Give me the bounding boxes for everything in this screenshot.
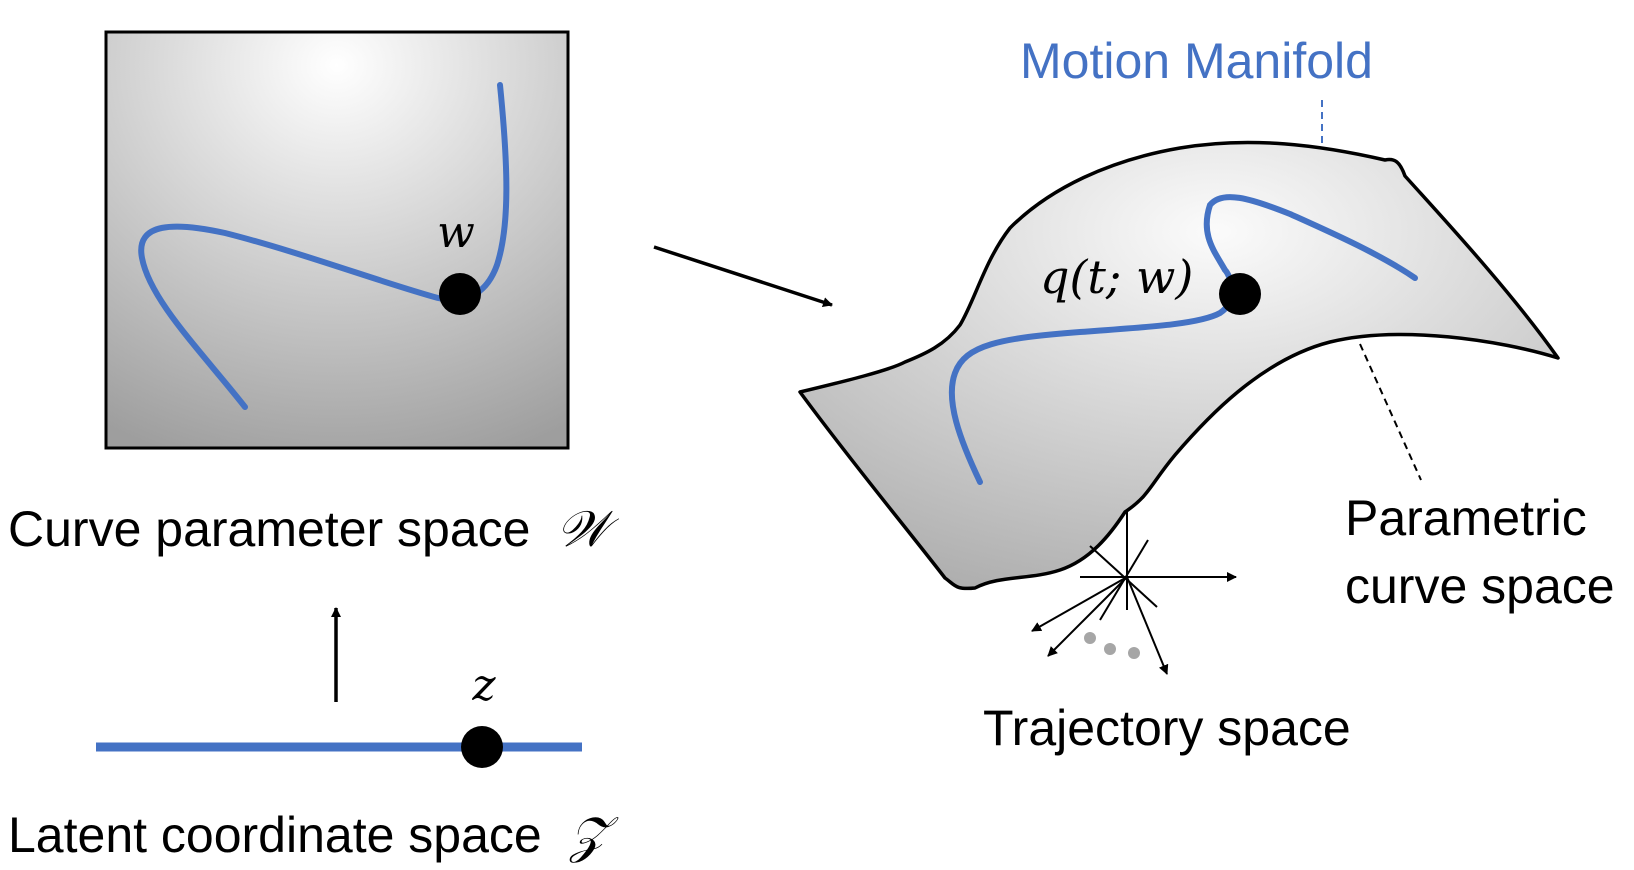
curve-parameter-space-caption: Curve parameter space 𝒲 — [8, 500, 619, 558]
latent-space-caption: Latent coordinate space 𝒵 — [8, 806, 620, 864]
curve-parameter-space-caption-text: Curve parameter space — [8, 501, 530, 557]
surface-label-leader — [1359, 343, 1422, 481]
trajectory-space-label: Trajectory space — [983, 700, 1351, 756]
parametric-curve-space-label-line2: curve space — [1345, 558, 1615, 614]
z-point — [461, 726, 503, 768]
w-point — [439, 273, 481, 315]
curve-parameter-space-panel: w — [104, 30, 570, 450]
latent-space-panel: z — [96, 660, 582, 768]
w-point-label: w — [437, 207, 475, 258]
w-space-curve — [138, 82, 510, 410]
parametric-curve-space-label-line1: Parametric — [1345, 490, 1587, 546]
curve-parameter-space-symbol: 𝒲 — [556, 500, 619, 558]
trajectory-space-axes — [1031, 512, 1237, 675]
trajectory-ellipsis-dots — [1084, 632, 1140, 659]
q-point — [1219, 273, 1261, 315]
mapping-arrow — [653, 245, 833, 307]
latent-space-caption-text: Latent coordinate space — [8, 807, 542, 863]
curve-parameter-space-box — [104, 30, 570, 450]
q-point-label: q(t; w) — [1040, 250, 1193, 304]
latent-space-symbol: 𝒵 — [569, 806, 620, 864]
z-point-label: z — [471, 660, 496, 711]
motion-manifold-title: Motion Manifold — [1020, 33, 1373, 89]
